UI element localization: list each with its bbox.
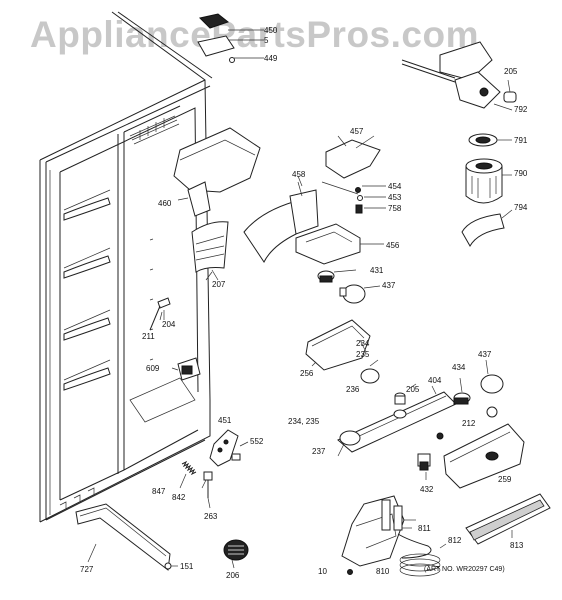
- callout-727: 727: [80, 565, 94, 574]
- callout-454: 454: [388, 182, 402, 191]
- water-valve-assembly: [341, 495, 447, 577]
- callout-10: 10: [318, 567, 327, 576]
- bottom-hinge-451: [209, 429, 249, 467]
- cabinet-outline: [39, 11, 213, 523]
- callout-451: 451: [218, 416, 232, 425]
- watermark: AppliancePartsPros.com: [30, 14, 479, 55]
- spring-ring-236: [360, 359, 380, 384]
- callout-811: 811: [418, 524, 431, 533]
- callout-207: 207: [212, 280, 226, 289]
- cover-207: [191, 221, 229, 281]
- callout-552: 552: [250, 437, 264, 446]
- art-number: (ART NO. WR20297 C49): [424, 566, 505, 573]
- callout-792: 792: [514, 105, 528, 114]
- callout-5: 5: [264, 36, 269, 45]
- callout-205-lower: 205: [406, 385, 420, 394]
- callout-205: 205: [504, 67, 518, 76]
- drive-coupling: [468, 133, 512, 147]
- bushing-205: [394, 383, 417, 405]
- spring-ring-237: [337, 430, 361, 457]
- callout-810: 810: [376, 567, 390, 576]
- callout-211: 211: [142, 332, 155, 341]
- dispenser-tray-256: [305, 319, 371, 371]
- callout-263: 263: [204, 512, 218, 521]
- callout-437: 437: [382, 281, 396, 290]
- callout-236: 236: [346, 385, 360, 394]
- closer-spring-847: [181, 460, 213, 509]
- socket-bulb-434-437: [453, 359, 504, 405]
- callout-434: 434: [452, 363, 466, 372]
- callout-437-right: 437: [478, 350, 492, 359]
- callout-404: 404: [428, 376, 442, 385]
- callout-235: 235: [356, 350, 370, 359]
- callout-457: 457: [350, 127, 364, 136]
- chute-door: [461, 209, 513, 248]
- callout-456: 456: [386, 241, 400, 250]
- callout-234-235: 234, 235: [288, 417, 320, 426]
- callout-790: 790: [514, 169, 528, 178]
- callout-609: 609: [146, 364, 160, 373]
- dispenser-cover-259: [443, 406, 525, 489]
- callout-458: 458: [292, 170, 306, 179]
- callout-212: 212: [462, 419, 476, 428]
- callout-813: 813: [510, 541, 524, 550]
- housing-456: [295, 223, 384, 265]
- leader-lines: [163, 79, 511, 521]
- callout-234: 234: [356, 339, 370, 348]
- callout-151: 151: [180, 562, 194, 571]
- callout-431: 431: [370, 266, 384, 275]
- callout-256: 256: [300, 369, 314, 378]
- callout-842: 842: [172, 493, 186, 502]
- switch-609: [171, 357, 201, 381]
- kickplate-727: [75, 503, 171, 571]
- connector-432: [417, 453, 431, 480]
- callout-812: 812: [448, 536, 462, 545]
- callout-460: 460: [158, 199, 172, 208]
- bracket-458: [243, 181, 319, 263]
- fastener-204-211: [149, 297, 171, 331]
- callout-847: 847: [152, 487, 166, 496]
- cover-813: [465, 493, 551, 545]
- mounting-plate-457: [325, 135, 381, 179]
- callout-794: 794: [514, 203, 528, 212]
- screw-parts-454-453-758: [321, 181, 386, 214]
- callout-237: 237: [312, 447, 326, 456]
- callout-204: 204: [162, 320, 176, 329]
- grille-206: [223, 539, 249, 569]
- callout-259: 259: [498, 475, 512, 484]
- callout-206: 206: [226, 571, 240, 580]
- air-duct-460: [173, 127, 261, 217]
- callout-432: 432: [420, 485, 434, 494]
- screw-151: [164, 562, 178, 570]
- callout-453: 453: [388, 193, 402, 202]
- callout-labels: 450 5 449 205 792 791 790 794 457 454 45…: [80, 26, 528, 580]
- ice-crusher-housing: [465, 158, 512, 204]
- light-socket-and-bulb: [317, 269, 381, 304]
- callout-758: 758: [388, 204, 402, 213]
- callout-450: 450: [264, 26, 278, 35]
- top-hinge-part: [197, 13, 264, 63]
- callout-449: 449: [264, 54, 278, 63]
- auger-motor-assembly: [401, 41, 517, 111]
- callout-791: 791: [514, 136, 528, 145]
